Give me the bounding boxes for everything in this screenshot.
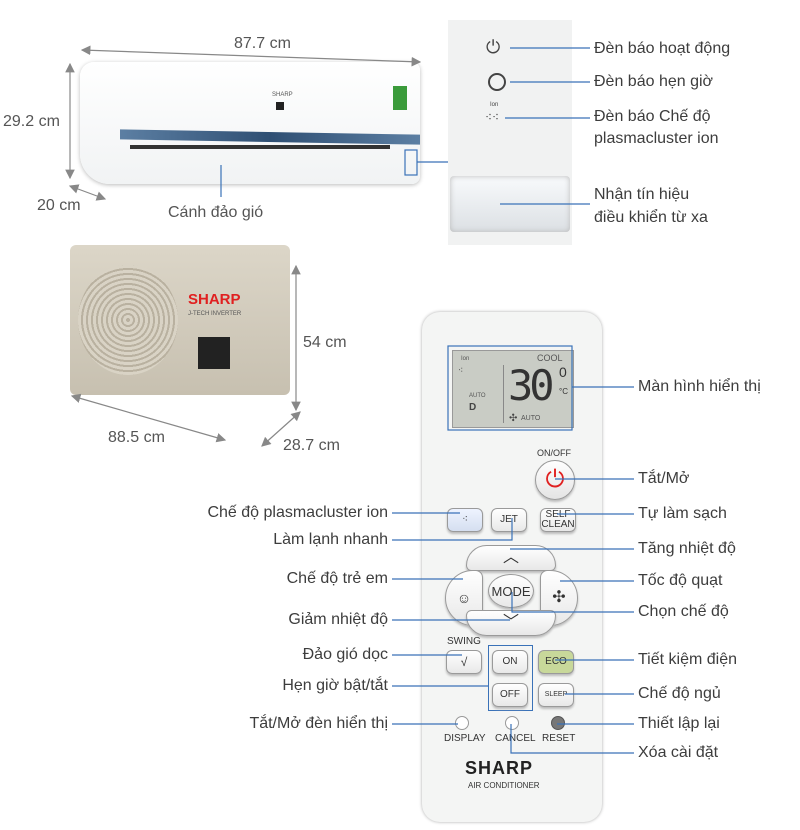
- label-receiver-1: Nhận tín hiệu: [594, 186, 690, 203]
- label-plasma-light-1: Đèn báo Chế độ: [594, 108, 711, 125]
- jet-button[interactable]: JET: [491, 508, 527, 532]
- lcd-unit: °C: [559, 387, 568, 396]
- plasmacluster-icon: ⁖⁖: [485, 110, 500, 124]
- label-child-mode: Chế độ trẻ em: [286, 570, 388, 587]
- onoff-label: ON/OFF: [537, 448, 571, 458]
- label-display: Tắt/Mở đèn hiển thị: [249, 715, 388, 732]
- outdoor-brand-logo: SHARP: [188, 291, 241, 308]
- self-clean-label-2: CLEAN: [541, 519, 575, 530]
- sleep-label: SLEEP: [544, 691, 568, 698]
- lcd-plasma-icon: ⁖: [458, 365, 464, 375]
- fan-grille: [78, 265, 178, 375]
- lcd-decimal: 0: [559, 364, 567, 380]
- lcd-screen: COOL Ion ⁖ AUTO D 30 0 °C ✣ AUTO: [452, 350, 574, 428]
- label-temp-up: Tăng nhiệt độ: [638, 540, 736, 557]
- lcd-mode: COOL: [537, 353, 563, 363]
- remote-subtitle: AIR CONDITIONER: [468, 781, 540, 790]
- lcd-temp: 30: [508, 361, 555, 410]
- lcd-fan-icon: ✣: [509, 413, 518, 424]
- indoor-height: 29.2 cm: [3, 113, 60, 130]
- reset-button[interactable]: [551, 716, 565, 730]
- lcd-ion: Ion: [461, 356, 470, 362]
- jet-label: JET: [500, 514, 518, 525]
- power-icon: ⏻: [486, 37, 501, 57]
- label-temp-down: Giảm nhiệt độ: [288, 611, 388, 628]
- timer-on-button[interactable]: ON: [492, 650, 528, 674]
- timer-off-button[interactable]: OFF: [492, 683, 528, 707]
- ion-text: Ion: [490, 102, 499, 108]
- indoor-brand-logo: SHARP: [272, 92, 293, 98]
- timer-off-label: OFF: [500, 689, 520, 700]
- chevron-up-icon: ︿: [502, 549, 519, 566]
- label-sleep: Chế độ ngủ: [638, 685, 721, 702]
- louver-label: Cánh đảo gió: [168, 204, 264, 221]
- label-mode: Chọn chế độ: [638, 603, 729, 620]
- label-plasmacluster: Chế độ plasmacluster ion: [207, 504, 388, 521]
- eco-button[interactable]: ECO: [538, 650, 574, 674]
- leader-cancel: [510, 724, 634, 754]
- swing-icon: √: [460, 655, 468, 669]
- label-cancel: Xóa cài đặt: [638, 744, 719, 761]
- indoor-unit: SHARP: [80, 62, 420, 184]
- label-timer-light: Đèn báo hẹn giờ: [594, 73, 714, 90]
- temp-down-button[interactable]: ﹀: [466, 610, 556, 636]
- label-eco: Tiết kiệm điện: [638, 651, 737, 668]
- label-timer: Hẹn giờ bật/tắt: [282, 677, 388, 694]
- indicator-highlight: [404, 149, 418, 176]
- swing-label: SWING: [447, 636, 481, 647]
- timer-icon: [488, 73, 506, 91]
- label-on-off: Tắt/Mở: [638, 470, 690, 487]
- label-power-light: Đèn báo hoạt động: [594, 40, 731, 57]
- outdoor-width-arrow: [70, 393, 227, 443]
- power-button[interactable]: ⏻: [535, 460, 575, 500]
- sleep-button[interactable]: SLEEP: [538, 683, 574, 707]
- label-jet: Làm lạnh nhanh: [273, 531, 388, 548]
- fan-icon: ✣: [552, 589, 566, 606]
- lcd-divider: [503, 365, 504, 423]
- air-vent: [130, 145, 390, 149]
- label-receiver-2: điều khiển từ xa: [594, 209, 708, 226]
- label-display-screen: Màn hình hiển thị: [638, 378, 761, 395]
- display-button[interactable]: [455, 716, 469, 730]
- plasmacluster-badge: [276, 102, 284, 110]
- label-plasma-light-2: plasmacluster ion: [594, 130, 719, 147]
- chevron-down-icon: ﹀: [502, 614, 519, 631]
- plasmacluster-icon: ⁖: [462, 514, 468, 525]
- label-reset: Thiết lập lại: [638, 715, 720, 732]
- energy-label: [393, 86, 407, 110]
- plasmacluster-button[interactable]: ⁖: [447, 508, 483, 532]
- indoor-width-arrow: [80, 45, 422, 67]
- power-icon: ⏻: [545, 466, 565, 493]
- label-swing: Đảo gió dọc: [302, 646, 388, 663]
- reset-label: RESET: [542, 733, 576, 744]
- indoor-depth-arrow: [68, 184, 107, 201]
- child-face-icon: ☺: [456, 590, 472, 606]
- outdoor-unit: SHARP J-TECH INVERTER: [70, 245, 290, 395]
- label-fan-speed: Tốc độ quạt: [638, 572, 723, 589]
- leader-jet: [392, 518, 513, 541]
- leader-mode: [511, 592, 634, 613]
- jtech-logo: J-TECH INVERTER: [188, 311, 242, 317]
- plasmacluster-sticker: [198, 337, 230, 369]
- mode-label: MODE: [491, 583, 531, 599]
- timer-group: [488, 645, 533, 711]
- lcd-auto: AUTO: [469, 393, 486, 399]
- cancel-label: CANCEL: [495, 733, 536, 744]
- outdoor-height: 54 cm: [303, 334, 347, 351]
- display-label: DISPLAY: [444, 733, 486, 744]
- remote-brand-logo: SHARP: [465, 758, 534, 778]
- eco-label: ECO: [545, 656, 567, 667]
- timer-on-label: ON: [502, 656, 518, 667]
- lcd-highlight: [447, 345, 573, 431]
- indoor-depth: 20 cm: [37, 197, 81, 214]
- lcd-swing: D: [469, 402, 477, 413]
- cancel-button[interactable]: [505, 716, 519, 730]
- swing-button[interactable]: √: [446, 650, 482, 674]
- lcd-fan-speed: AUTO: [521, 415, 541, 422]
- outdoor-depth-arrow: [261, 411, 301, 447]
- label-self-clean: Tự làm sạch: [638, 505, 727, 522]
- mode-button[interactable]: MODE: [488, 574, 534, 608]
